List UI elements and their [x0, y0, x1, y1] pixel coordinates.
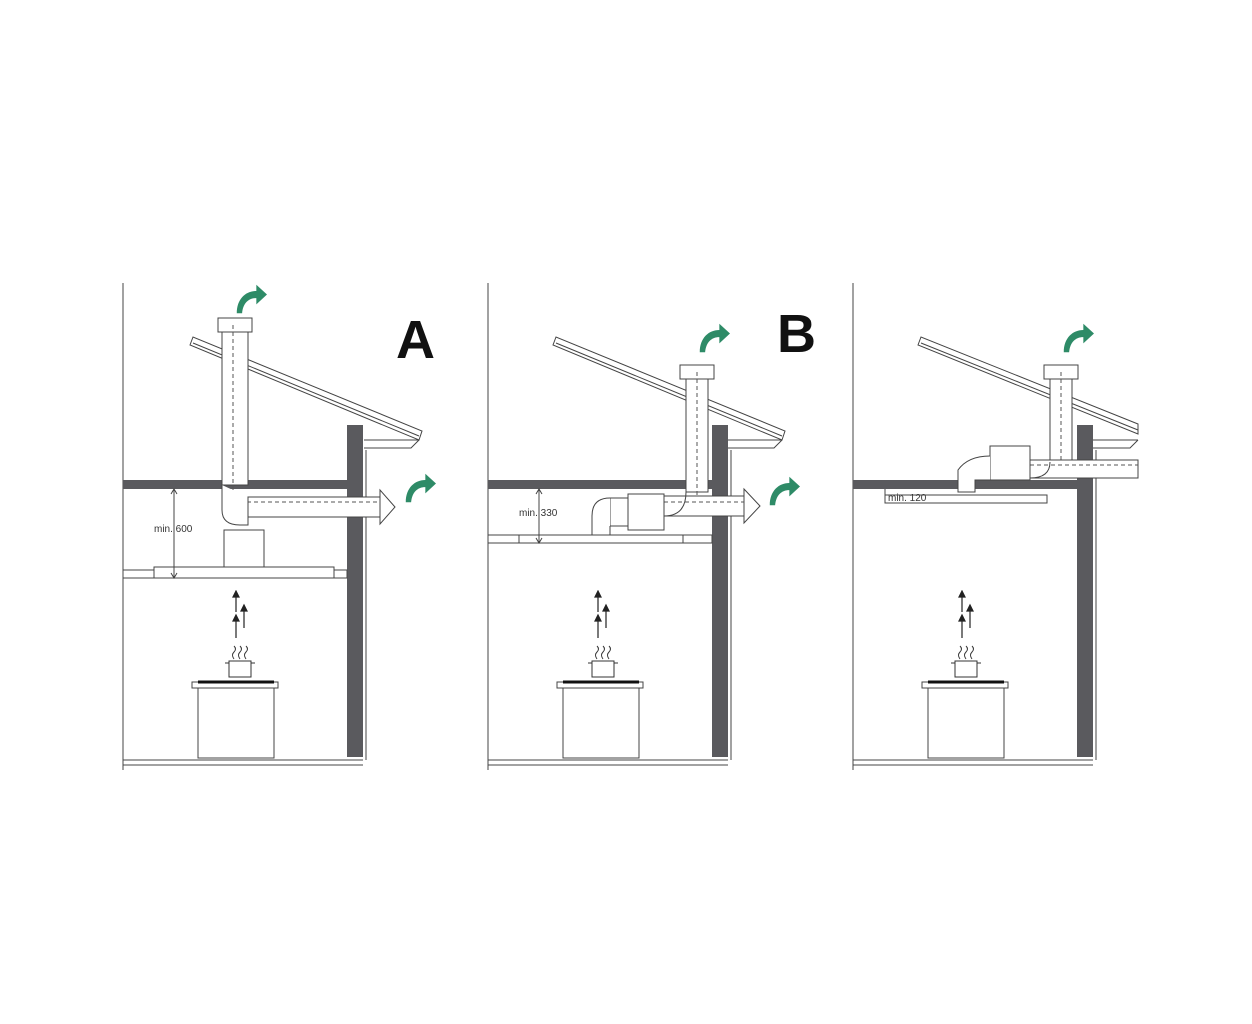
- roof-exhaust-arrow-c: [1063, 323, 1094, 353]
- cooking-pot-c: [950, 645, 982, 678]
- panel-b: min. 330 B: [487, 304, 816, 766]
- wall-exhaust-arrow-b: [769, 476, 800, 506]
- horizontal-duct-c: [1029, 459, 1139, 479]
- rising-air-arrows-c: [958, 590, 974, 639]
- floor-c: [853, 759, 1093, 766]
- horizontal-duct-a: [221, 485, 396, 526]
- cooking-pot-b: [587, 645, 619, 678]
- outer-wall-a: [347, 425, 363, 757]
- dimension-b: min. 330: [519, 488, 558, 544]
- vertical-duct-c: [1043, 364, 1079, 470]
- cooktop-c: [921, 680, 1009, 759]
- wall-exhaust-arrow-a: [405, 473, 436, 503]
- dimension-c: min. 120: [884, 489, 927, 504]
- floor-a: [123, 759, 363, 766]
- roof-exhaust-arrow-b: [699, 323, 730, 353]
- outer-wall-c: [1077, 425, 1093, 757]
- panel-a: min. 600 A: [122, 284, 436, 766]
- inline-fan-c: [957, 445, 1031, 493]
- hood-b: [518, 534, 684, 544]
- panel-dividers: [122, 283, 854, 770]
- rising-air-arrows-b: [594, 590, 610, 639]
- dimension-label-a: min. 600: [154, 524, 193, 535]
- outer-wall-b: [712, 425, 728, 757]
- inline-fan-b: [591, 493, 665, 536]
- roof-exhaust-arrow-a: [236, 284, 267, 314]
- roof-c: [917, 336, 1139, 449]
- cooktop-a: [191, 680, 279, 759]
- vertical-duct-b: [679, 364, 715, 500]
- panel-c: min. 120: [853, 323, 1139, 766]
- cooktop-b: [556, 680, 644, 759]
- hood-a: [153, 529, 335, 579]
- rising-air-arrows-a: [232, 590, 248, 639]
- ceiling-slab-b: [488, 480, 728, 489]
- vertical-duct-a: [217, 317, 253, 500]
- dimension-a: min. 600: [154, 488, 193, 579]
- floor-b: [488, 759, 728, 766]
- dimension-label-b: min. 330: [519, 508, 558, 519]
- horizontal-duct-b: [663, 487, 761, 525]
- panel-letter-a: A: [396, 310, 435, 370]
- cooking-pot-a: [224, 645, 256, 678]
- roof-b: [552, 336, 786, 449]
- dimension-label-c: min. 120: [888, 493, 927, 504]
- panel-letter-b: B: [777, 304, 816, 364]
